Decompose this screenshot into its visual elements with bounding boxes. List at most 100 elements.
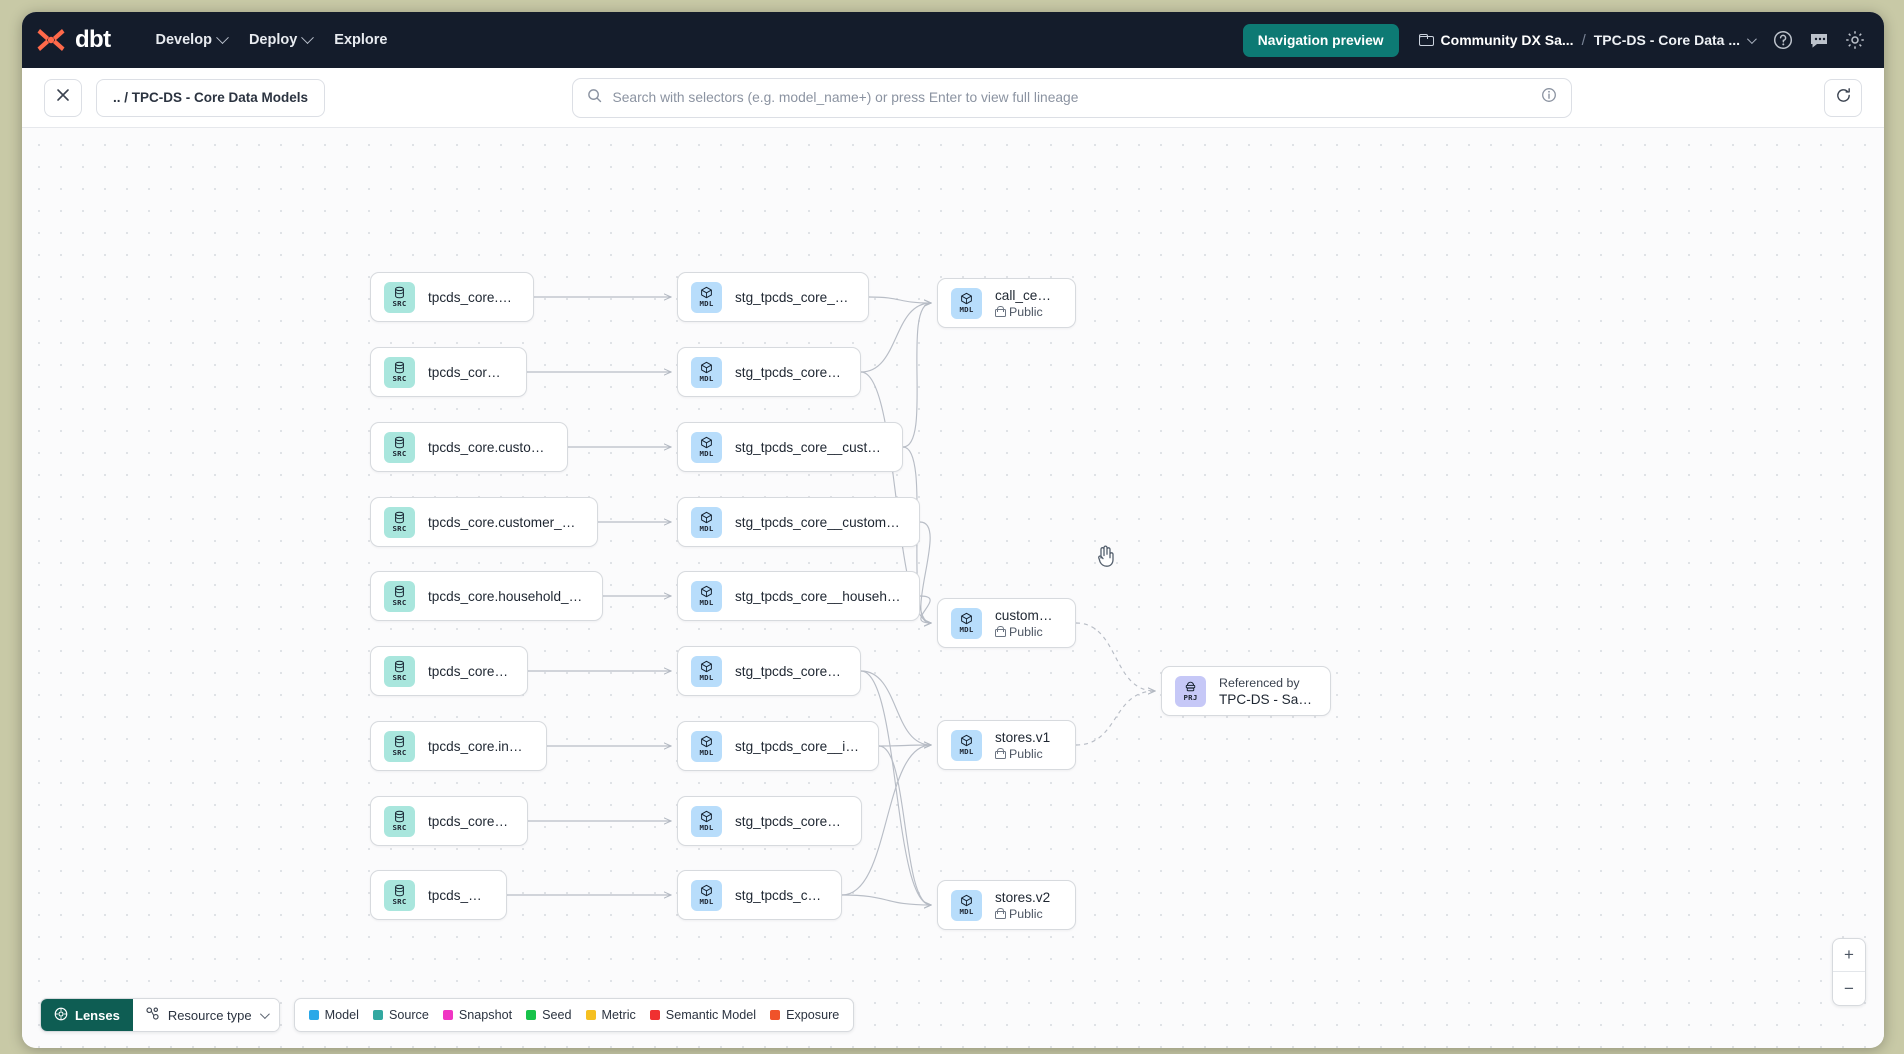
- refresh-button[interactable]: [1824, 78, 1862, 117]
- breadcrumb-account[interactable]: Community DX Sa...: [1418, 32, 1574, 48]
- node-title: stg_tpcds_core__household_demogr...: [735, 588, 901, 604]
- legend-item-source[interactable]: Source: [372, 1008, 429, 1022]
- nav-item-develop[interactable]: Develop: [145, 25, 238, 55]
- node-badge-src-icon: SRC: [384, 879, 415, 911]
- nav-item-deploy[interactable]: Deploy: [238, 25, 323, 55]
- node-body: call_centersPublic: [995, 288, 1057, 319]
- node-title: TPC-DS - Sales Analytics: [1219, 691, 1312, 707]
- lineage-canvas[interactable]: SRCtpcds_core.call_centerSRCtpcds_core.c…: [22, 128, 1884, 1048]
- zoom-out-button[interactable]: −: [1844, 978, 1854, 998]
- info-icon[interactable]: [1541, 87, 1557, 108]
- legend-item-seed[interactable]: Seed: [526, 1008, 572, 1022]
- gear-icon[interactable]: [1844, 29, 1866, 51]
- breadcrumb-project[interactable]: TPC-DS - Core Data ...: [1594, 32, 1757, 48]
- chevron-down-icon: [1746, 33, 1757, 44]
- legend-swatch-icon: [372, 1010, 383, 1020]
- breadcrumb-path-pill[interactable]: .. / TPC-DS - Core Data Models: [96, 78, 326, 117]
- zoom-in-button[interactable]: +: [1833, 939, 1865, 972]
- legend-item-snapshot[interactable]: Snapshot: [442, 1008, 512, 1022]
- resource-type-label: Resource type: [167, 1007, 252, 1023]
- node-body: stg_tpcds_core__customer_demogra...: [735, 515, 901, 530]
- node-title: tpcds_core.customer: [428, 364, 508, 380]
- close-lineage-button[interactable]: [44, 78, 82, 117]
- nav-icon-group: [1772, 29, 1866, 51]
- node-title: stg_tpcds_core__store: [735, 887, 823, 903]
- node-access-badge: Public: [995, 625, 1057, 639]
- legend-item-metric[interactable]: Metric: [585, 1008, 636, 1022]
- lineage-edge: [868, 296, 931, 303]
- node-body: stg_tpcds_core__date_dim: [735, 664, 842, 679]
- node-title: tpcds_core.customer_address: [428, 439, 549, 455]
- close-icon: [55, 87, 71, 108]
- help-circle-icon[interactable]: [1772, 29, 1794, 51]
- node-title: tpcds_core.date_dim: [428, 663, 509, 679]
- node-access-label: Public: [1009, 304, 1043, 319]
- lenses-button[interactable]: Lenses: [41, 999, 133, 1031]
- node-title: stg_tpcds_core__customer_address: [735, 439, 884, 455]
- legend-swatch-icon: [585, 1010, 596, 1020]
- node-title: tpcds_core.call_center: [428, 289, 515, 305]
- nav-item-deploy-label: Deploy: [248, 32, 298, 48]
- lineage-node-tpcds-core-customer-address[interactable]: SRC tpcds_core.customer_address: [370, 422, 568, 472]
- dbt-logo[interactable]: dbt: [36, 26, 111, 54]
- node-body: tpcds_core.call_center: [428, 290, 515, 305]
- legend-swatch-icon: [649, 1010, 660, 1020]
- legend-swatch-icon: [770, 1010, 781, 1020]
- lineage-node-tpcds-core-store[interactable]: SRC tpcds_core.store: [370, 870, 507, 920]
- search-icon: [587, 88, 602, 108]
- node-badge-src-icon: SRC: [384, 431, 415, 463]
- node-title: tpcds_core.customer_demographics: [428, 514, 579, 530]
- navigation-preview-button[interactable]: Navigation preview: [1242, 23, 1399, 57]
- node-title: tpcds_core.store: [428, 887, 488, 903]
- legend-swatch-icon: [308, 1010, 319, 1020]
- node-body: tpcds_core.date_dim: [428, 664, 509, 679]
- resource-type-dropdown[interactable]: Resource type: [132, 999, 279, 1031]
- search-input[interactable]: [612, 90, 1530, 105]
- dbt-logo-text: dbt: [75, 26, 111, 53]
- legend-item-exposure[interactable]: Exposure: [770, 1008, 839, 1022]
- lineage-node-stg-tpcds-core-customer-demogra-[interactable]: MDLstg_tpcds_core__customer_demogra...: [677, 497, 920, 547]
- node-reference-label: Referenced by: [1219, 675, 1300, 690]
- refresh-icon: [1835, 87, 1852, 109]
- legend-item-model[interactable]: Model: [308, 1008, 359, 1022]
- node-badge-src-icon: SRC: [384, 580, 415, 612]
- legend-item-semantic-model[interactable]: Semantic Model: [649, 1008, 756, 1022]
- lineage-node-stg-tpcds-core-household-demogr-[interactable]: MDLstg_tpcds_core__household_demogr...: [677, 571, 920, 621]
- chevron-down-icon: [216, 30, 229, 44]
- dbt-explore-window: dbt Develop Deploy Explore Navigation pr…: [22, 12, 1884, 1048]
- lineage-edge: [860, 303, 931, 373]
- feedback-chat-icon[interactable]: [1808, 29, 1830, 51]
- legend-swatch-icon: [442, 1010, 453, 1020]
- node-title: tpcds_core.household_demographics: [428, 588, 584, 604]
- node-title: call_centers: [995, 287, 1057, 303]
- nav-item-explore[interactable]: Explore: [323, 25, 398, 55]
- node-body: tpcds_core.store: [428, 888, 488, 903]
- node-title: stg_tpcds_core__inventory: [735, 813, 843, 829]
- node-badge-mdl-icon: MDL: [951, 729, 982, 761]
- hand-cursor-icon: [1094, 543, 1116, 574]
- search-box[interactable]: [571, 77, 1572, 118]
- lineage-node-tpcds-core-household-demographics[interactable]: SRC tpcds_core.household_demographics: [370, 571, 603, 621]
- top-navigation-bar: dbt Develop Deploy Explore Navigation pr…: [22, 12, 1884, 68]
- breadcrumb: Community DX Sa... / TPC-DS - Core Data …: [1418, 32, 1757, 49]
